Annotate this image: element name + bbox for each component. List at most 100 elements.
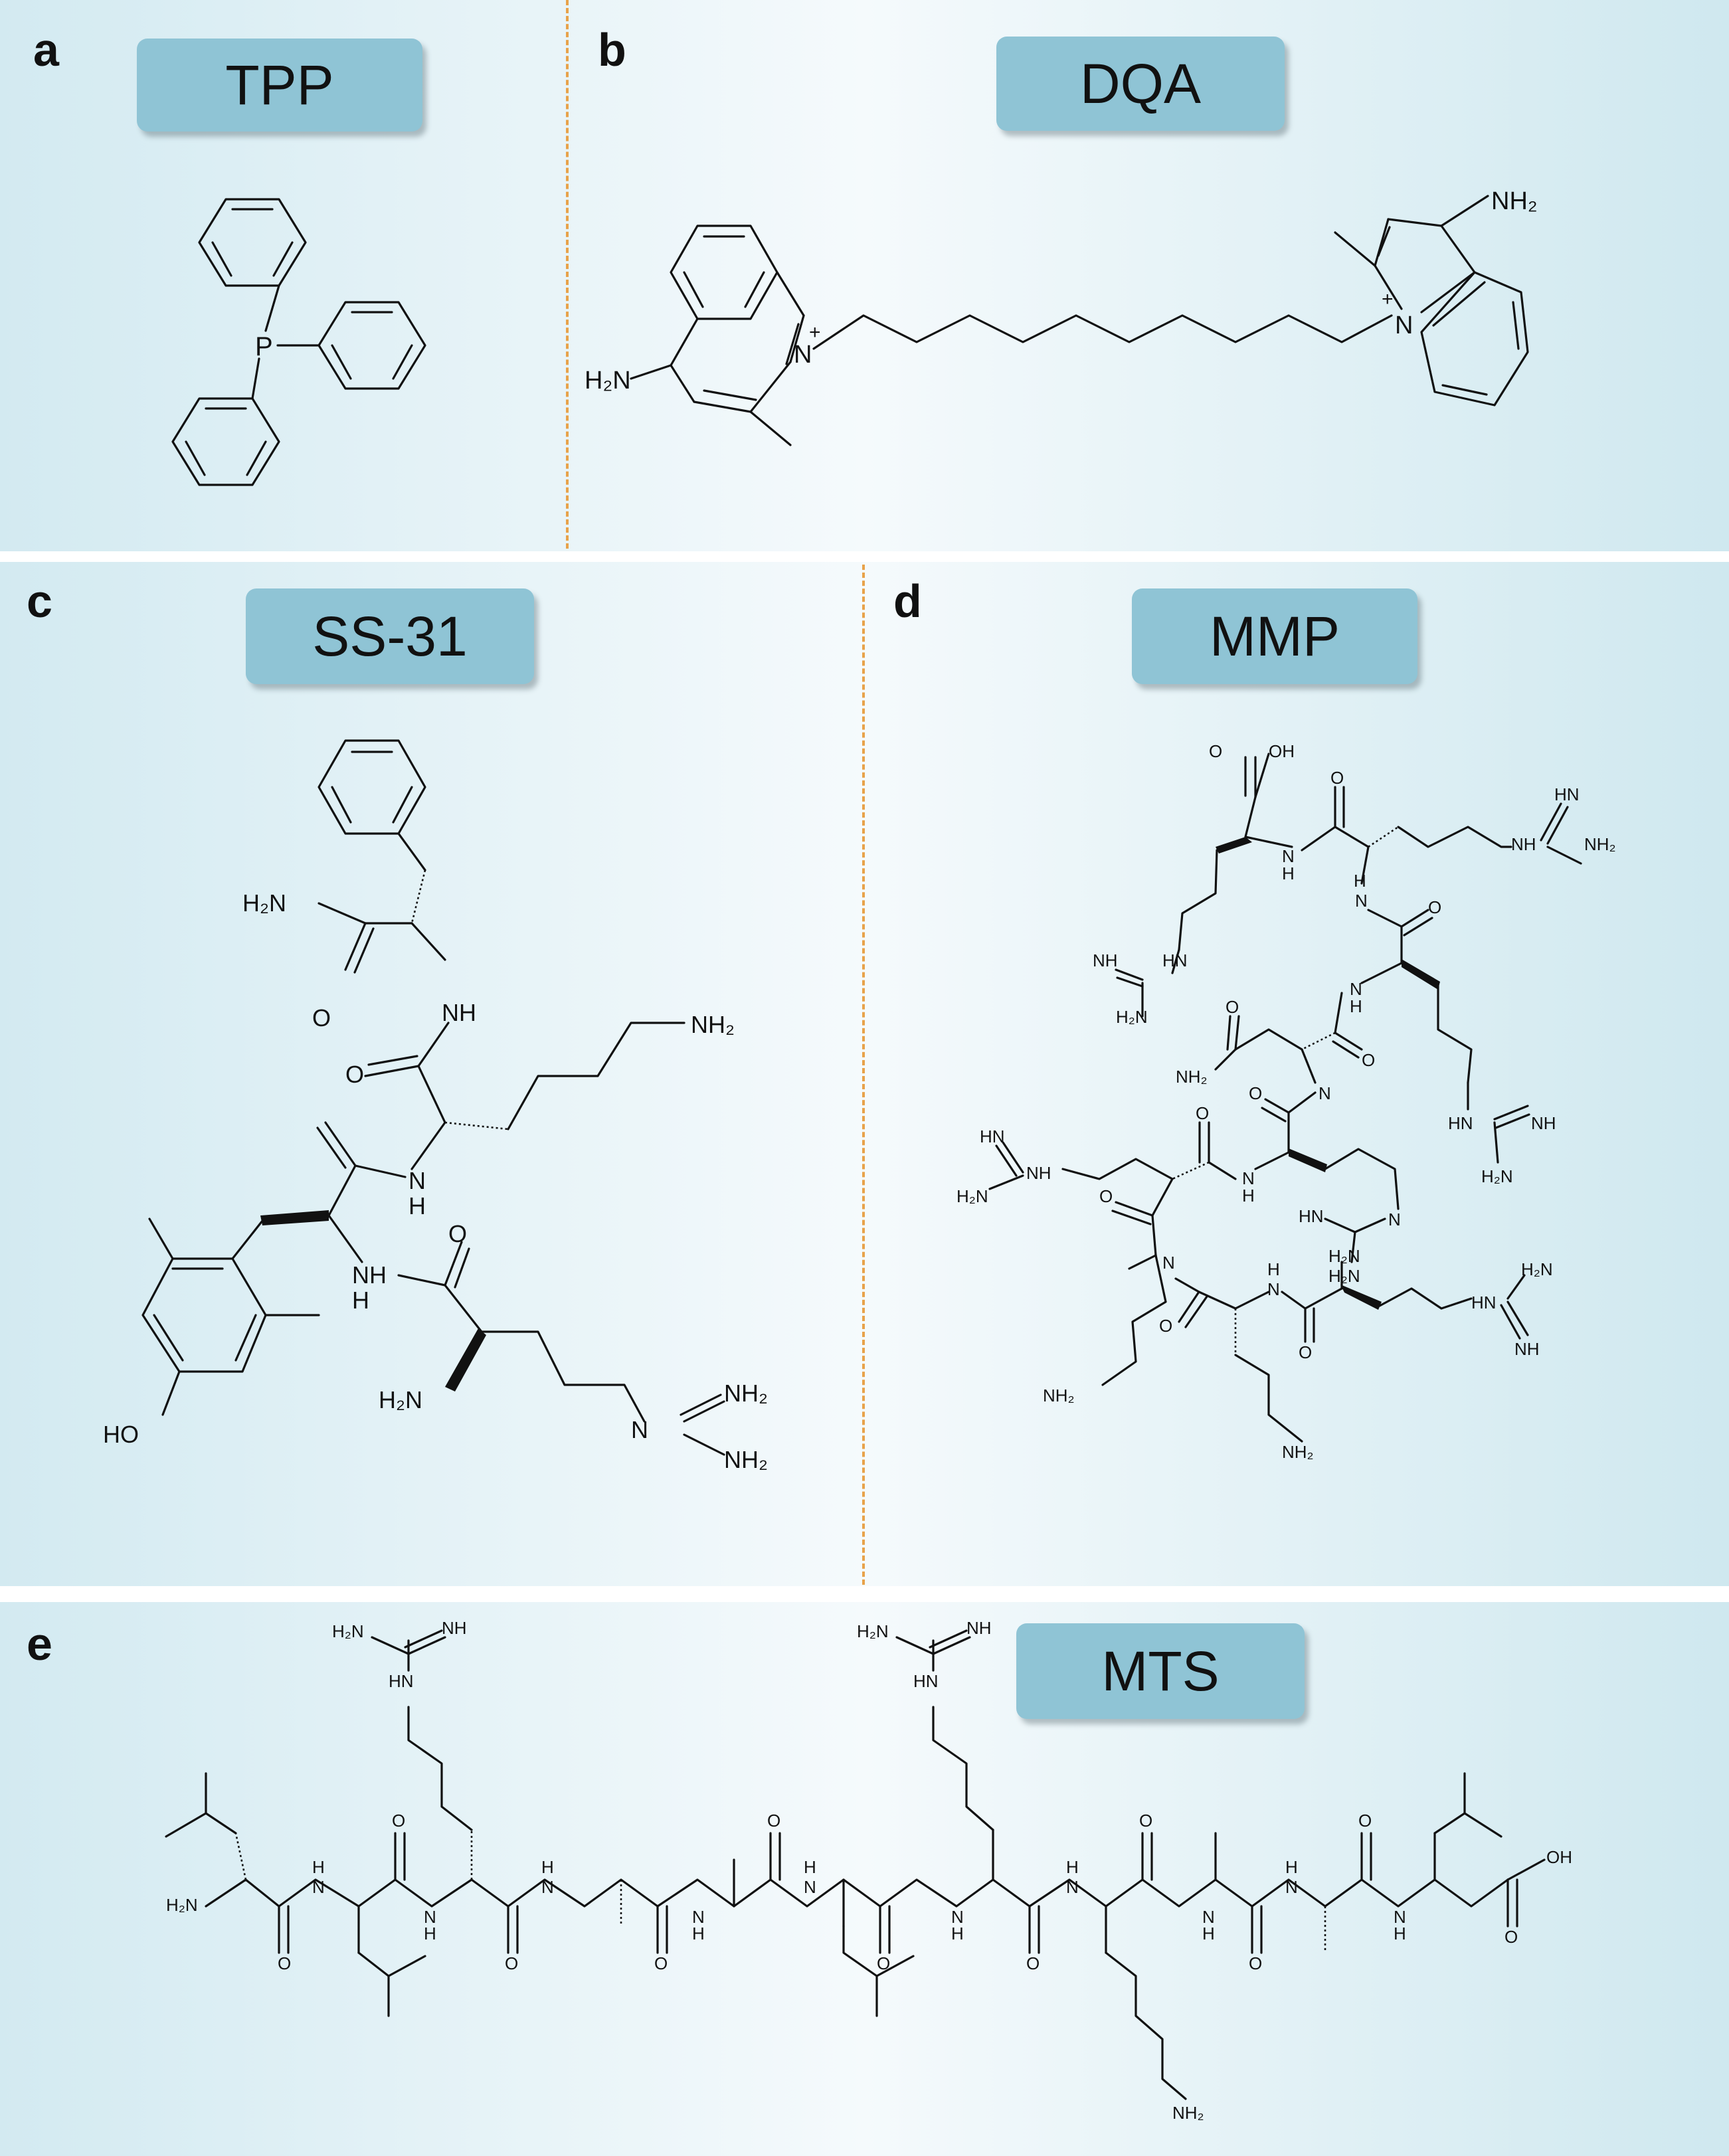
mmp-o-gln-side: O <box>1226 997 1239 1017</box>
mmp-residue-gln <box>1214 992 1363 1084</box>
mmp-o-9: O <box>1299 1342 1312 1362</box>
mmp-residue-1 <box>1178 753 1293 951</box>
mmp-nh-guan-r2: NH <box>1531 1113 1556 1133</box>
panel-letter-a: a <box>33 24 59 76</box>
mts-h-8: H <box>1066 1857 1079 1877</box>
ss31-lysine <box>364 1022 685 1170</box>
mmp-n-8: N <box>1267 1279 1280 1299</box>
mts-o-6: O <box>877 1953 890 1973</box>
mmp-residue-9 <box>1281 1261 1529 1343</box>
ss31-ho: HO <box>103 1421 139 1448</box>
mmp-h-5b: H <box>1242 1186 1255 1206</box>
mts-o-3: O <box>505 1953 518 1973</box>
ss31-o-3: O <box>448 1220 467 1247</box>
mts-h-6: H <box>804 1857 816 1877</box>
mmp-h2n-9: H₂N <box>1328 1246 1360 1266</box>
mts-n-6: N <box>804 1877 816 1897</box>
divider-a-b <box>566 0 569 549</box>
ss31-nh-1: NH <box>442 999 476 1026</box>
ss31-amide-h2n: H₂N <box>242 889 286 917</box>
mmp-nh2-lys-8: NH₂ <box>1282 1442 1314 1462</box>
mts-leu-11 <box>1433 1772 1502 1881</box>
mmp-guan-right-2 <box>1467 1081 1530 1164</box>
title-dqa: DQA <box>996 37 1285 131</box>
divider-c-d <box>862 565 865 1585</box>
panel-letter-d: d <box>893 575 922 627</box>
ss31-o-2: O <box>345 1061 364 1088</box>
title-tpp: TPP <box>137 39 422 132</box>
mts-h-2: H <box>424 1924 436 1943</box>
panel-letter-e: e <box>27 1618 52 1670</box>
mts-nh-arg-7: NH <box>966 1618 992 1638</box>
mts-h2n-terminal: H₂N <box>166 1895 198 1915</box>
mts-hn-arg-3: HN <box>389 1671 414 1691</box>
mmp-nh2-gln: NH₂ <box>1176 1067 1208 1087</box>
mmp-o-1: O <box>1209 741 1222 761</box>
ss31-phenylalanine <box>318 739 446 974</box>
mts-arg-7 <box>895 1629 994 1881</box>
mts-h2n-arg-3: H₂N <box>332 1621 364 1641</box>
mmp-h2n-guan-5: H₂N <box>1328 1266 1360 1286</box>
mts-arg-3 <box>371 1629 473 1880</box>
dqa-right-n-label: N <box>1395 312 1413 339</box>
mmp-residue-3 <box>1360 909 1473 1084</box>
mts-lys-8 <box>1105 1905 1187 2100</box>
tpp-phosphorus-label: P <box>255 332 273 361</box>
mmp-nh-guan-9: NH <box>1514 1339 1540 1359</box>
mmp-h-3: H <box>1350 996 1362 1016</box>
tpp-ring-right <box>318 301 426 390</box>
tpp-ring-bottom <box>171 397 280 486</box>
dqa-right-quinolinium <box>1334 195 1529 406</box>
mmp-hn-guan-l1: HN <box>1162 950 1188 970</box>
dqa-right-charge: + <box>1382 288 1394 310</box>
mts-n-10: N <box>1285 1877 1298 1897</box>
mmp-h-2: H <box>1354 871 1366 891</box>
mts-n-1: N <box>312 1877 325 1897</box>
mmp-o-2: O <box>1330 768 1344 788</box>
mts-h-11: H <box>1394 1924 1406 1943</box>
mmp-o-3: O <box>1428 897 1441 917</box>
dqa-left-charge: + <box>809 321 821 343</box>
mmp-h2n-guan-r2: H₂N <box>1481 1166 1513 1186</box>
mts-nh-1: H <box>312 1857 325 1877</box>
mts-backbone <box>205 1832 1546 1954</box>
mmp-n-5: N <box>1319 1083 1331 1103</box>
mts-n-9: N <box>1202 1907 1215 1927</box>
mts-h-5: H <box>692 1924 705 1943</box>
mmp-residue-7 <box>1101 1178 1174 1386</box>
mts-h-10: H <box>1285 1857 1298 1877</box>
title-ss31: SS-31 <box>246 588 534 684</box>
mmp-guan-5 <box>1324 1217 1386 1263</box>
mts-o-7: O <box>1026 1953 1040 1973</box>
mts-o-2: O <box>392 1811 405 1831</box>
mmp-o-gln: O <box>1362 1050 1375 1070</box>
mmp-hn-guan-6: HN <box>980 1126 1005 1146</box>
structure-ss31: H₂N O NH O NH₂ N H HO NH H <box>103 739 768 1473</box>
mmp-nh-1: N <box>1282 846 1295 866</box>
mts-nh-arg-3: NH <box>442 1618 467 1638</box>
mmp-h-8: H <box>1267 1259 1280 1279</box>
mts-n-2: N <box>424 1907 436 1927</box>
mts-h2n-arg-7: H₂N <box>857 1621 889 1641</box>
mmp-nh2-lys-7: NH₂ <box>1043 1386 1075 1405</box>
dqa-right-nh2-label: NH₂ <box>1491 187 1538 215</box>
mts-oh-terminal: OH <box>1546 1847 1572 1867</box>
mmp-h2n-guan-9: H₂N <box>1521 1259 1553 1279</box>
mmp-nh2-guan-1: NH₂ <box>1584 834 1616 854</box>
ss31-nh-2: N <box>409 1167 426 1194</box>
mts-o-4: O <box>654 1953 668 1973</box>
ss31-amide-o: O <box>312 1004 331 1032</box>
mts-h-7: H <box>951 1924 964 1943</box>
dqa-left-h2n-label: H₂N <box>585 367 631 395</box>
mts-n-7: N <box>951 1907 964 1927</box>
mts-o-10: O <box>1358 1811 1372 1831</box>
mmp-nh-guan-l1: NH <box>1093 950 1118 970</box>
mts-o-8: O <box>1139 1811 1152 1831</box>
mts-n-4: N <box>541 1877 554 1897</box>
ss31-h-2: H <box>409 1192 426 1219</box>
mmp-residue-5 <box>1254 1091 1400 1210</box>
ss31-nh-3: NH <box>352 1261 387 1289</box>
mmp-n-5b: N <box>1242 1168 1255 1188</box>
mmp-o-8: O <box>1159 1316 1172 1336</box>
mts-o-1: O <box>278 1953 291 1973</box>
